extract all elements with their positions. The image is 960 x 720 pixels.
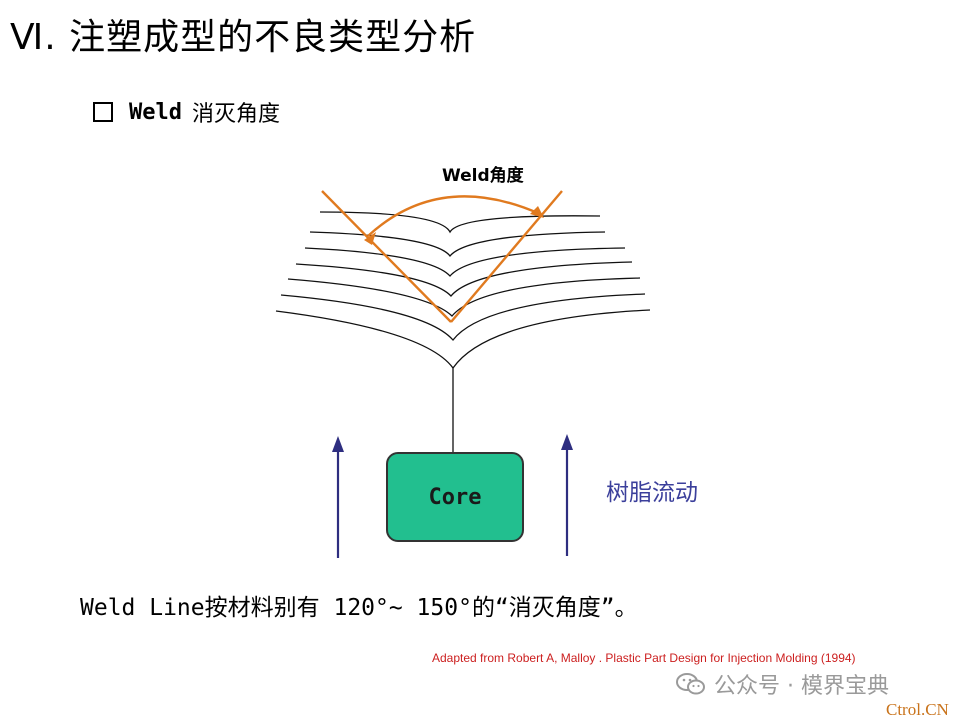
flow-front-line [287, 277, 641, 317]
flow-arrow-right-head [561, 434, 573, 450]
section-heading: Weld 消灭角度 [93, 96, 280, 128]
section-heading-en: Weld [129, 99, 182, 125]
weld-angle-lines [321, 190, 563, 323]
flow-front-line [280, 293, 646, 342]
wechat-icon [676, 672, 706, 696]
weld-angle-arc [367, 195, 541, 237]
flow-front-line [275, 309, 651, 370]
flow-front-line [295, 261, 633, 297]
flow-arrow-left-head [332, 436, 344, 452]
flow-front-line [304, 247, 626, 277]
brand-logo-text: Ctrol.CN [886, 700, 949, 719]
watermark-text: 公众号 · 模界宝典 [714, 674, 889, 699]
resin-flow-label: 树脂流动 [606, 480, 698, 506]
source-citation: Adapted from Robert A, Malloy . Plastic … [432, 651, 856, 665]
flow-front-lines [275, 211, 651, 370]
weld-angle-left-line [321, 190, 452, 323]
bullet-box-icon [93, 102, 113, 122]
flow-front-line [309, 231, 606, 258]
arc-arrowhead-left [364, 232, 376, 245]
arc-arrowhead-right [530, 206, 544, 218]
weld-angle-right-line [450, 190, 563, 323]
core-box: Core [386, 452, 524, 542]
page-title: Ⅵ. 注塑成型的不良类型分析 [10, 17, 477, 58]
resin-flow-arrows [332, 434, 573, 558]
watermark: 公众号 · 模界宝典 [676, 668, 889, 700]
section-heading-zh: 消灭角度 [191, 102, 280, 127]
flow-front-line [319, 211, 601, 234]
caption-text: Weld Line按材料别有 120°~ 150°的“消灭角度”。 [80, 595, 638, 621]
core-label: Core [428, 484, 482, 510]
weld-angle-label: Weld角度 [442, 166, 524, 186]
